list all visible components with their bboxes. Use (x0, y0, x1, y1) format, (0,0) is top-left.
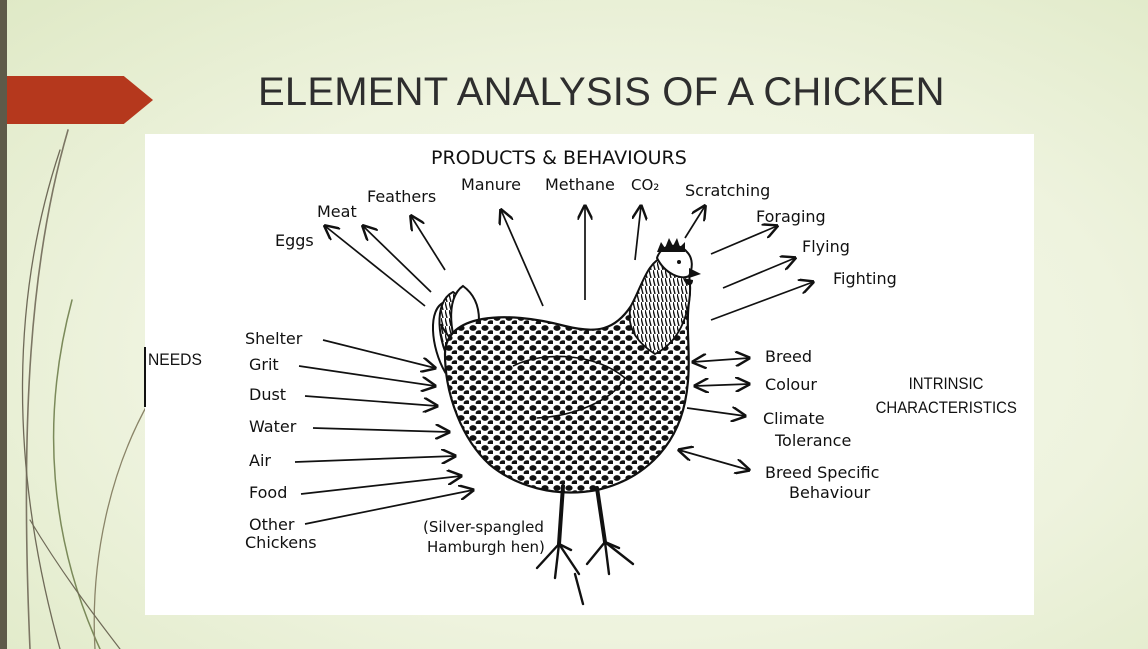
label-meat: Meat (317, 202, 357, 221)
caption-line-1: (Silver-spangled (423, 518, 544, 536)
needs-heading: NEEDS (148, 350, 202, 370)
label-foraging: Foraging (756, 207, 826, 226)
label-colour: Colour (765, 375, 817, 394)
label-water: Water (249, 417, 297, 436)
label-flying: Flying (802, 237, 850, 256)
caption-line-2: Hamburgh hen) (427, 538, 545, 556)
label-behaviour: Behaviour (789, 483, 871, 502)
label-grit: Grit (249, 355, 279, 374)
intrinsic-heading: INTRINSIC CHARACTERISTICS (876, 372, 1017, 420)
label-manure: Manure (461, 175, 521, 194)
label-climate: Climate (763, 409, 825, 428)
label-air: Air (249, 451, 271, 470)
products-behaviours-header: PRODUCTS & BEHAVIOURS (431, 147, 687, 169)
label-dust: Dust (249, 385, 286, 404)
label-breed-specific: Breed Specific (765, 463, 879, 482)
slide-title: ELEMENT ANALYSIS OF A CHICKEN (258, 70, 1018, 130)
label-scratching: Scratching (685, 181, 770, 200)
label-feathers: Feathers (367, 187, 436, 206)
needs-bracket (144, 347, 146, 407)
label-other: Other (249, 515, 295, 534)
intrinsic-line-1: INTRINSIC (876, 372, 1017, 396)
label-fighting: Fighting (833, 269, 897, 288)
label-shelter: Shelter (245, 329, 303, 348)
label-food: Food (249, 483, 287, 502)
label-chickens: Chickens (245, 533, 317, 552)
label-methane: Methane (545, 175, 615, 194)
label-eggs: Eggs (275, 231, 314, 250)
label-breed: Breed (765, 347, 812, 366)
product-arrows (325, 206, 813, 320)
intrinsic-line-2: CHARACTERISTICS (876, 396, 1017, 420)
label-tolerance: Tolerance (774, 431, 851, 450)
title-arrow-banner (7, 76, 153, 124)
label-co2: CO₂ (631, 176, 659, 194)
